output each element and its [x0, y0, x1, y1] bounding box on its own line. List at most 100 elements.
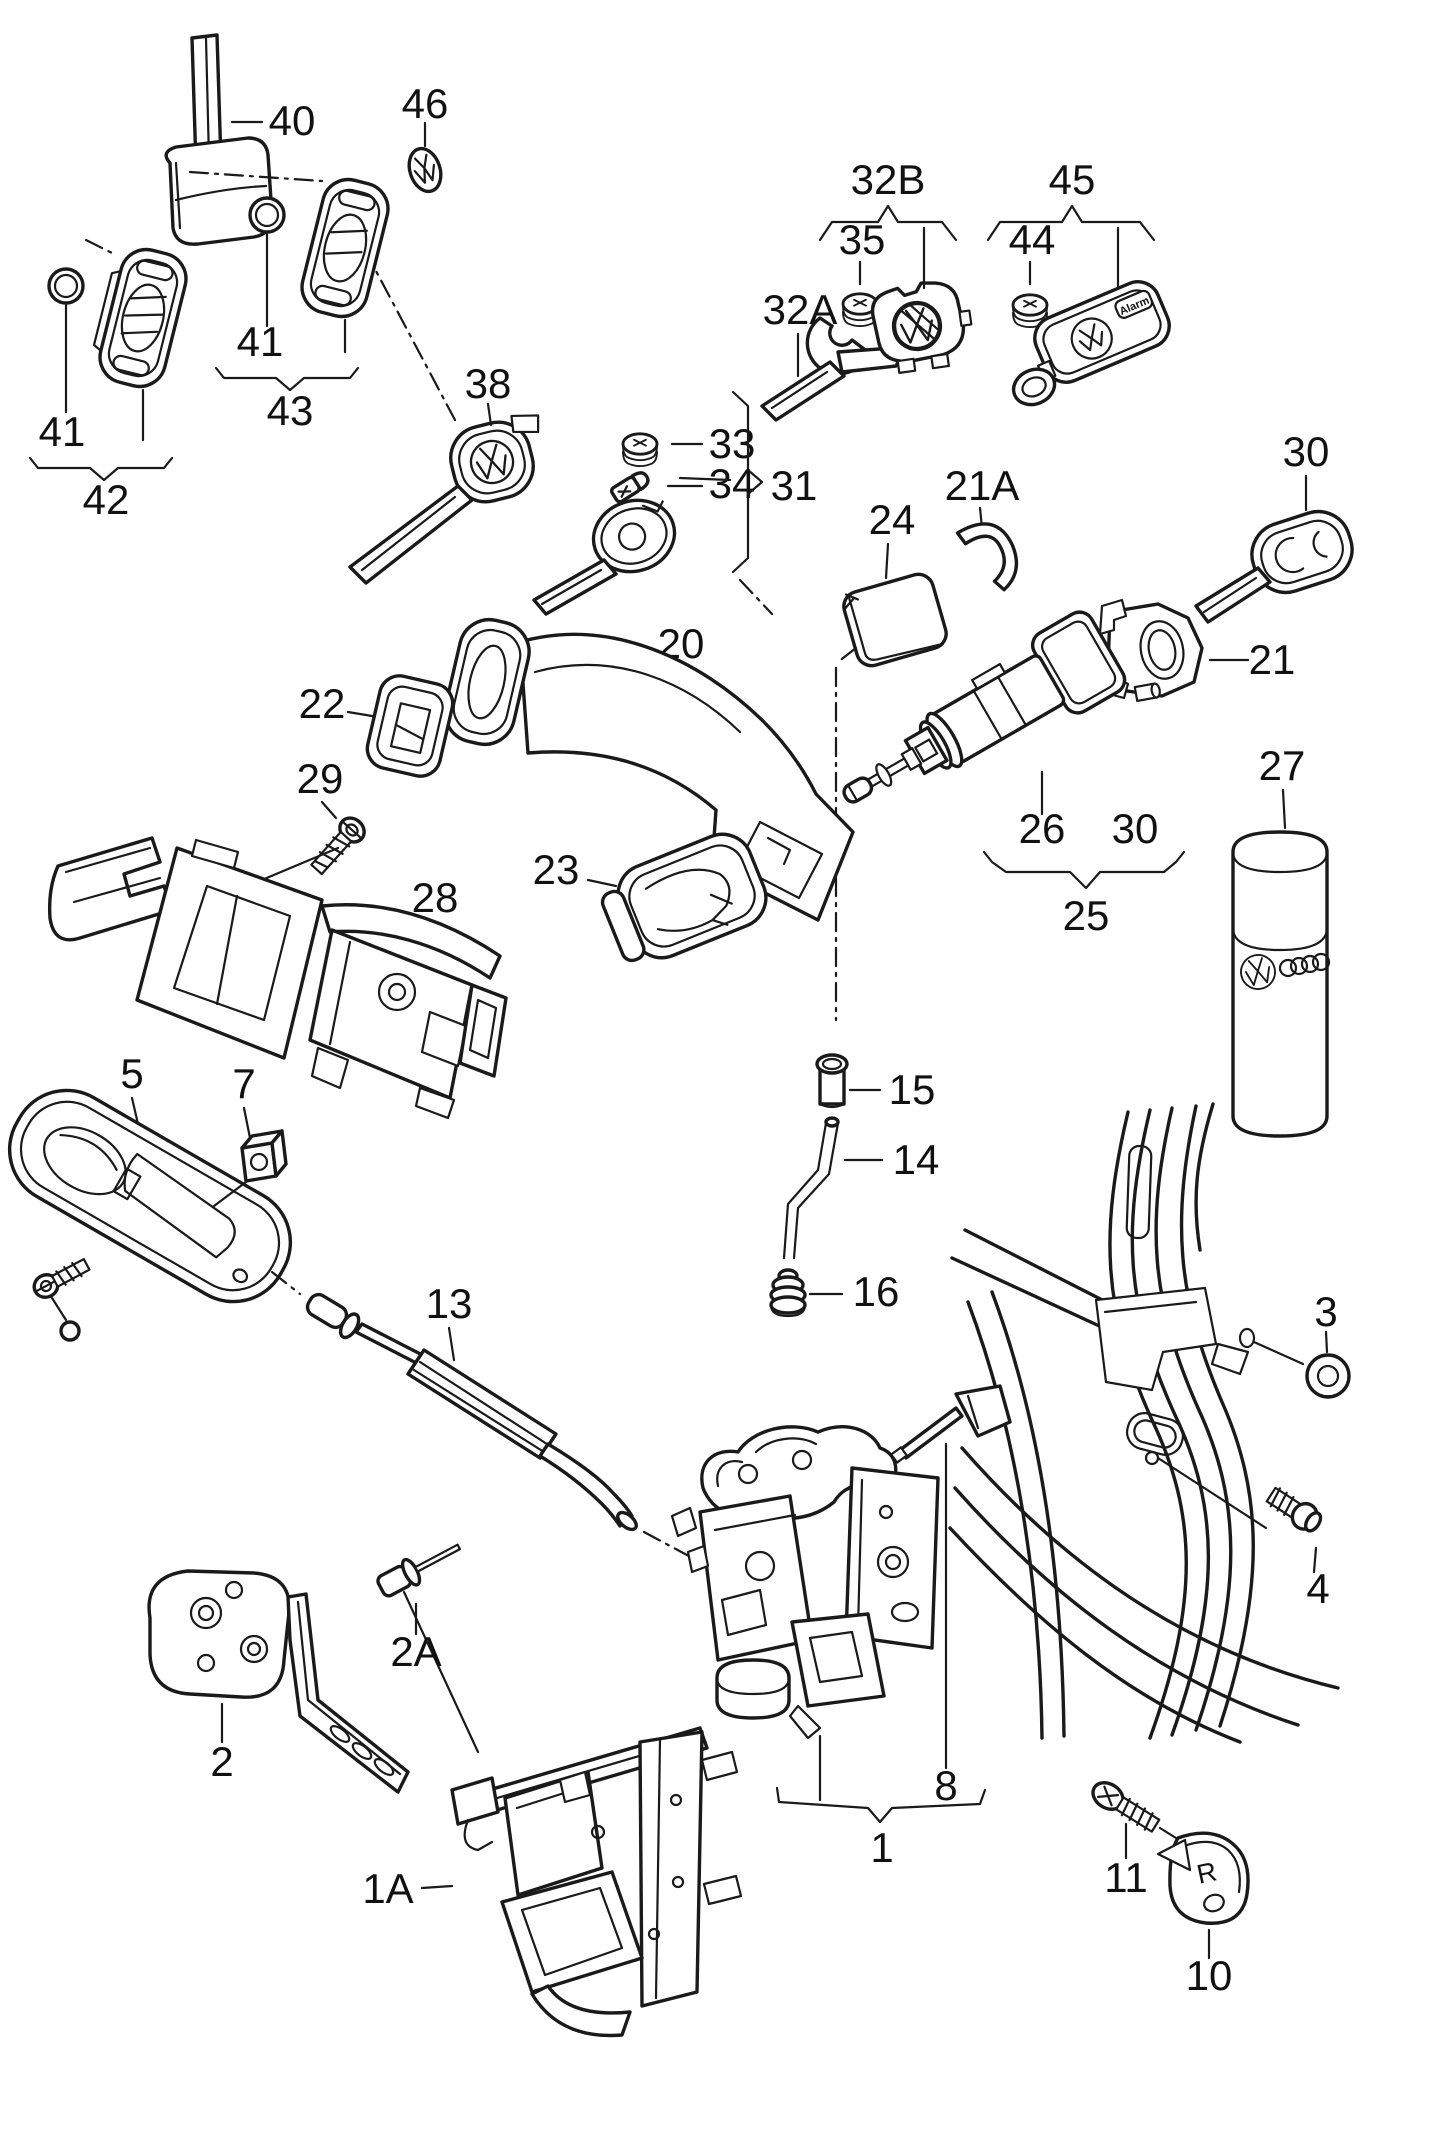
callout-32B: 32B — [851, 156, 926, 203]
callout-11: 11 — [1104, 1854, 1148, 1901]
screw-29 — [236, 816, 366, 892]
screw-5 — [32, 1258, 91, 1342]
callout-2A: 2A — [390, 1628, 441, 1675]
callout-21A: 21A — [945, 462, 1020, 509]
bracket-1 — [775, 1786, 987, 1824]
gasket-22 — [365, 674, 455, 778]
callout-46: 46 — [402, 80, 449, 127]
callout-14: 14 — [893, 1136, 940, 1183]
bracket-42 — [28, 456, 174, 482]
bulb-34 — [610, 471, 650, 504]
callout-1: 1 — [870, 1824, 893, 1871]
lock-carrier-1A — [450, 1726, 743, 2038]
leader-1A — [420, 1884, 454, 1890]
key-blade-40 — [164, 33, 274, 246]
lock-rod-8 — [890, 1384, 1012, 1464]
leader-4 — [1312, 1546, 1318, 1574]
screw-11 — [1091, 1781, 1194, 1850]
leader-22 — [346, 710, 374, 718]
bracket-45 — [986, 204, 1156, 290]
leader-24 — [884, 542, 890, 580]
key-32A — [760, 316, 900, 422]
callout-5: 5 — [120, 1050, 143, 1097]
callout-30b: 30 — [1112, 805, 1159, 852]
callout-43: 43 — [267, 387, 314, 434]
key-31 — [532, 498, 677, 616]
callout-3: 3 — [1314, 1288, 1337, 1335]
key-30 — [1194, 509, 1354, 624]
callout-10: 10 — [1186, 1952, 1233, 1999]
seal-23 — [600, 832, 768, 963]
lock-cylinder-26 — [842, 610, 1127, 804]
leader-27 — [1281, 788, 1287, 830]
leader-23 — [586, 878, 618, 888]
callout-2: 2 — [210, 1738, 233, 1785]
door-handle-20 — [443, 617, 855, 922]
lock-cover-cap-10: R — [1156, 1831, 1250, 1925]
spray-can-27 — [1231, 830, 1331, 1138]
handle-escutcheon — [443, 617, 531, 747]
callout-13: 13 — [426, 1280, 473, 1327]
dash-5-13 — [270, 1270, 302, 1296]
leader-5 — [130, 1096, 140, 1126]
grommet-16 — [769, 1268, 807, 1318]
leader-7 — [242, 1106, 252, 1140]
callout-31: 31 — [771, 462, 818, 509]
callout-22: 22 — [299, 680, 346, 727]
transponder-head-32B — [870, 281, 973, 375]
bracket-32B — [818, 204, 958, 290]
callout-7: 7 — [232, 1060, 255, 1107]
callout-1A: 1A — [362, 1865, 413, 1912]
callout-15: 15 — [889, 1066, 936, 1113]
callout-4: 4 — [1306, 1565, 1329, 1612]
callout-16: 16 — [853, 1268, 900, 1315]
leader-3 — [1324, 1330, 1329, 1354]
remote-shell-front-43 — [300, 177, 390, 319]
callout-29: 29 — [297, 755, 344, 802]
callout-21: 21 — [1249, 636, 1296, 683]
callout-30a: 30 — [1283, 428, 1330, 475]
battery-33 — [621, 432, 659, 468]
leader-13 — [447, 1326, 456, 1362]
cap-24 — [842, 572, 948, 668]
callout-23: 23 — [533, 846, 580, 893]
handle-carrier-28 — [47, 836, 508, 1120]
callout-38: 38 — [465, 360, 512, 407]
callout-40: 40 — [269, 97, 316, 144]
callout-8: 8 — [934, 1762, 957, 1809]
callout-45: 45 — [1049, 156, 1096, 203]
callout-41a: 41 — [237, 318, 284, 365]
clip-nut-7 — [212, 1129, 288, 1208]
pin-2A — [376, 1543, 480, 1754]
seal-ring-41-right — [248, 196, 286, 234]
dash-24 — [836, 646, 858, 664]
callout-24: 24 — [869, 496, 916, 543]
grommet-3 — [1252, 1340, 1351, 1399]
remote-shell-back-42 — [92, 247, 188, 389]
callout-26: 26 — [1019, 805, 1066, 852]
bracket-25 — [982, 850, 1186, 890]
rod-14 — [782, 1116, 840, 1260]
callout-25: 25 — [1063, 892, 1110, 939]
callout-42: 42 — [83, 476, 130, 523]
remote-key-45: Alarm — [1011, 280, 1171, 407]
audi-rings-icon — [1278, 952, 1331, 978]
leader-38 — [486, 402, 493, 427]
seal-ring-41-left — [47, 267, 85, 305]
bracket-31 — [678, 390, 764, 574]
bracket-43 — [214, 366, 360, 392]
callout-41b: 41 — [39, 408, 86, 455]
door-lock-1 — [670, 1425, 940, 1740]
knob-15 — [815, 1053, 849, 1109]
lock-rod-13 — [305, 1292, 638, 1532]
vw-logo-icon — [1240, 954, 1276, 990]
vw-emblem-icon — [407, 121, 443, 194]
door-frame — [948, 1102, 1340, 1744]
hinge-bracket-2 — [147, 1569, 410, 1794]
screw-4 — [1156, 1456, 1323, 1533]
key-38 — [348, 414, 540, 585]
interior-handle-5 — [7, 1088, 293, 1304]
callout-28: 28 — [412, 874, 459, 921]
